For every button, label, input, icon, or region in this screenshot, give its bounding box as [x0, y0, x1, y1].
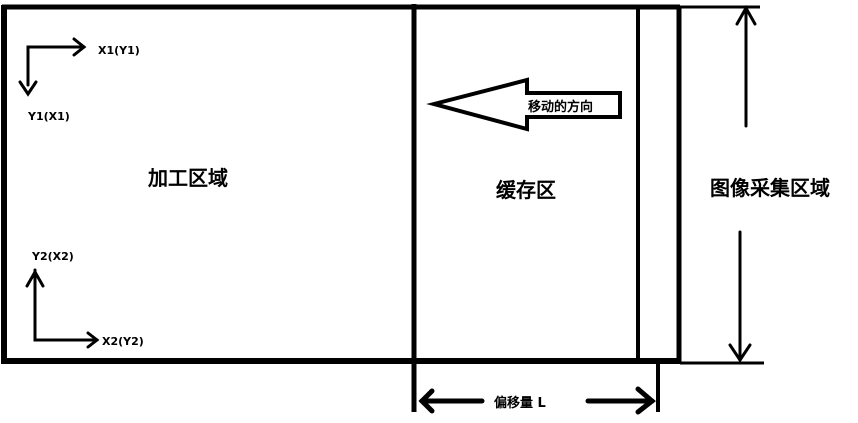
axis-label-y2: Y2(X2): [32, 250, 74, 263]
axis-label-x2: X2(Y2): [102, 335, 144, 348]
bottom-axes-icon: [25, 268, 100, 349]
capture-height-arrows: [728, 4, 757, 363]
top-axes-icon: [18, 37, 87, 97]
buffer-region-label: 缓存区: [496, 178, 556, 202]
processing-region-label: 加工区域: [148, 166, 228, 190]
movement-arrow-icon: [426, 77, 622, 132]
offset-label: 偏移量 L: [494, 396, 546, 411]
image-capture-region-label: 图像采集区域: [710, 176, 830, 200]
offset-dimension-arrows: [418, 386, 656, 415]
outer-frame: [1, 4, 680, 364]
axis-label-x1: X1(Y1): [98, 44, 140, 57]
axis-label-y1: Y1(X1): [28, 110, 70, 123]
movement-direction-label: 移动的方向: [528, 100, 594, 115]
